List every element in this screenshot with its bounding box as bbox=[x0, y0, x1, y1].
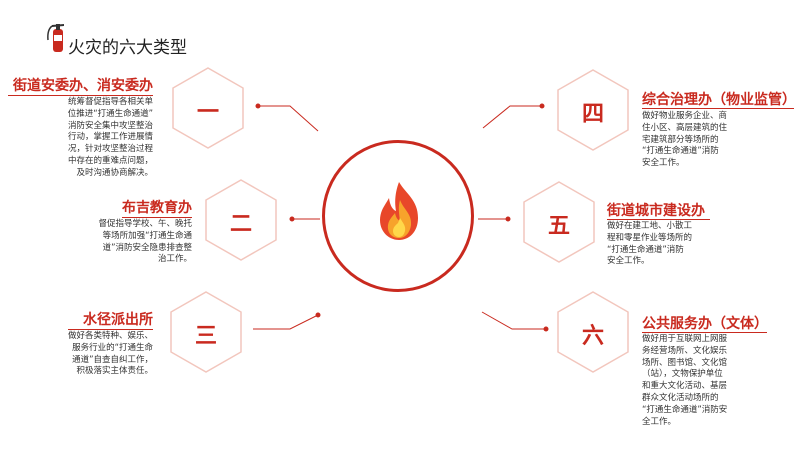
hex-number-2: 二 bbox=[229, 212, 252, 237]
hex-outline-4 bbox=[557, 69, 629, 151]
page-title: 火灾的六大类型 bbox=[68, 38, 187, 58]
item-desc-3: 做好各类特种、娱乐、服务行业的“打通生命通道”自查自纠工作， 积极落实主体责任。 bbox=[67, 331, 153, 377]
item-desc-1: 统筹督促指导各相关单位推进“打通生命通道”消防安全集中攻坚整治 行动，掌握工作进… bbox=[67, 97, 153, 178]
hex-outline-1 bbox=[172, 67, 244, 149]
connector-6 bbox=[481, 311, 546, 330]
connector-4 bbox=[482, 105, 542, 129]
hex-outline-5 bbox=[523, 181, 595, 263]
item-desc-5: 做好在建工地、小散工程和零星作业等场所的“打通生命通道”消防 安全工作。 bbox=[607, 221, 693, 267]
heading-underline-6 bbox=[642, 332, 767, 333]
hex-number-6: 六 bbox=[581, 324, 604, 349]
hex-number-5: 五 bbox=[547, 214, 570, 239]
item-heading-1: 街道安委办、消安委办 bbox=[13, 78, 153, 94]
heading-underline-3 bbox=[68, 329, 153, 330]
hex-outline-6 bbox=[557, 291, 629, 373]
item-desc-6: 做好用于互联网上网服务经营场所、文化娱乐场所、图书馆、文化馆 （站），文物保护单… bbox=[642, 334, 728, 427]
connector-3 bbox=[253, 314, 319, 330]
fire-extinguisher-icon bbox=[47, 24, 64, 52]
item-heading-5: 街道城市建设办 bbox=[607, 203, 705, 219]
heading-underline-2 bbox=[122, 217, 192, 218]
center-circle bbox=[322, 140, 474, 292]
item-desc-2: 督促指导学校、午、晚托等场所加强“打通生命通道”消防安全隐患排查整 治工作。 bbox=[98, 219, 192, 265]
heading-underline-5 bbox=[607, 219, 710, 220]
flame-icon bbox=[380, 182, 418, 240]
hex-number-3: 三 bbox=[194, 324, 217, 349]
item-heading-6: 公共服务办（文体） bbox=[642, 316, 768, 332]
hex-outline-2 bbox=[205, 179, 277, 261]
connector-1 bbox=[258, 105, 319, 132]
item-desc-4: 做好物业服务企业、商住小区、高层建筑的住宅建筑部分等场所的 “打通生命通道”消防… bbox=[642, 111, 728, 169]
heading-underline-1 bbox=[8, 95, 153, 96]
hex-number-1: 一 bbox=[196, 100, 219, 125]
hex-outline-3 bbox=[170, 291, 242, 373]
item-heading-4: 综合治理办（物业监管） bbox=[642, 92, 796, 108]
item-heading-3: 水径派出所 bbox=[83, 312, 153, 328]
heading-underline-4 bbox=[642, 108, 794, 109]
item-heading-2: 布吉教育办 bbox=[122, 200, 192, 216]
hex-number-4: 四 bbox=[581, 102, 604, 127]
